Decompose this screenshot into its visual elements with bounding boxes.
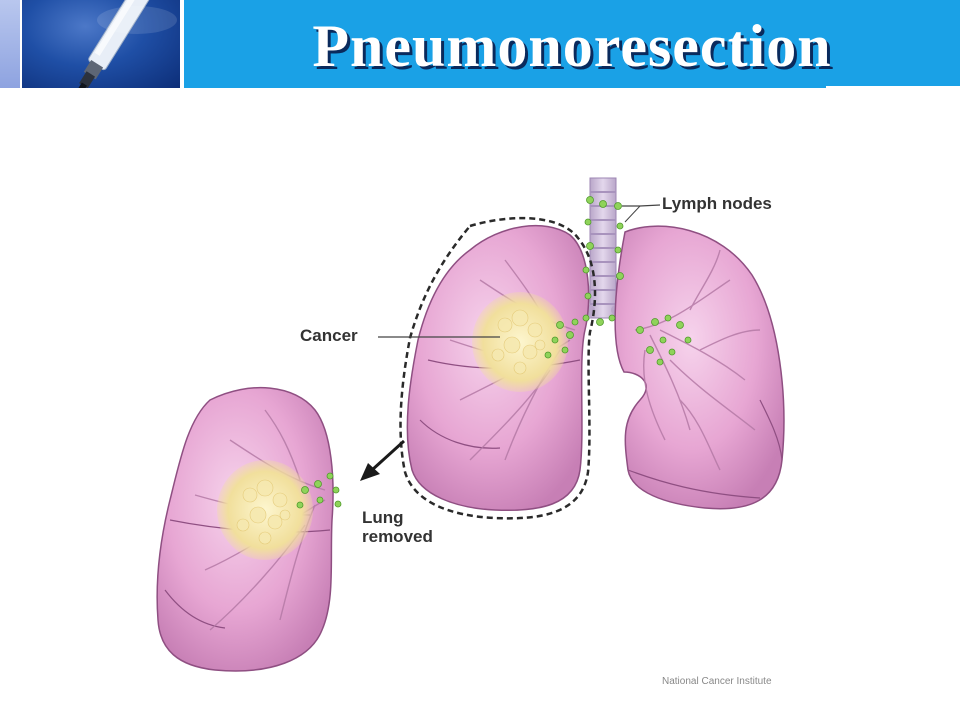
removed-tumor-mass <box>217 460 313 560</box>
label-lung-removed-line2: removed <box>362 527 433 546</box>
lung-illustration <box>156 177 785 672</box>
slide-header: Pneumonoresection <box>0 0 960 90</box>
label-lung-removed-line1: Lung <box>362 508 404 527</box>
lymph-node-cluster-left <box>544 318 579 359</box>
image-credit: National Cancer Institute <box>662 676 772 687</box>
remaining-lung <box>614 225 785 510</box>
lymph-node-cluster-right <box>636 314 692 366</box>
label-cancer: Cancer <box>300 326 358 345</box>
lung-diagram: Lymph nodes Cancer Lung removed National… <box>0 90 960 720</box>
slide-title: Pneumonoresection <box>312 13 832 79</box>
title-bar-notch <box>826 86 960 90</box>
tracheal-lymph-nodes <box>582 196 624 326</box>
lymph-nodes-leader-line <box>622 204 661 207</box>
syringe-photo <box>22 0 180 88</box>
removed-lymph-nodes <box>296 472 342 509</box>
removal-arrow <box>360 439 406 481</box>
tumor-mass <box>472 292 568 392</box>
syringe-icon <box>77 0 177 88</box>
header-left-strip <box>0 0 20 88</box>
lung-marked-for-removal <box>399 216 597 520</box>
label-lymph-nodes: Lymph nodes <box>662 194 772 213</box>
title-bar <box>184 0 960 88</box>
removed-lung <box>156 386 342 672</box>
lymph-nodes-leader-branch <box>624 205 641 223</box>
